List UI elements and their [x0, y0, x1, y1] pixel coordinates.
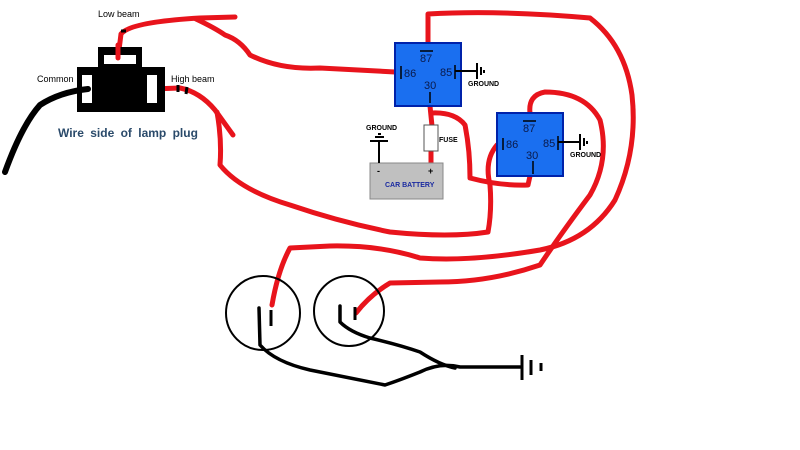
- high-beam-to-relay2-wire: [214, 109, 500, 238]
- lamp-left: [225, 275, 301, 351]
- svg-text:85: 85: [440, 67, 452, 79]
- lamp-right: [313, 275, 385, 347]
- hot-wires: [115, 10, 636, 316]
- ground-icon: [520, 355, 543, 380]
- common-label: Common: [37, 74, 74, 84]
- svg-text:87: 87: [420, 53, 432, 65]
- relay-2: 87 86 85 30 GROUND: [496, 112, 601, 177]
- svg-text:FUSE: FUSE: [439, 137, 458, 144]
- ground-icon: [455, 63, 485, 79]
- svg-text:GROUND: GROUND: [570, 152, 601, 159]
- svg-text:-: -: [377, 166, 380, 176]
- high-beam-wire: [149, 85, 236, 138]
- low-beam-label: Low beam: [98, 9, 140, 19]
- relay1-87-wire: [269, 10, 636, 308]
- svg-text:30: 30: [424, 80, 436, 92]
- svg-text:87: 87: [523, 123, 535, 135]
- high-beam-label: High beam: [171, 74, 215, 84]
- svg-text:85: 85: [543, 138, 555, 150]
- svg-text:GROUND: GROUND: [468, 81, 499, 88]
- plug-caption: Wire side of lamp plug: [58, 126, 198, 140]
- svg-text:CAR BATTERY: CAR BATTERY: [385, 182, 435, 189]
- svg-text:30: 30: [526, 150, 538, 162]
- fuse: FUSE: [423, 124, 458, 152]
- relay-1: 87 86 85 30 GROUND: [394, 42, 499, 107]
- lamp-plug: [2, 29, 189, 175]
- ground-icon: [558, 134, 588, 150]
- svg-text:GROUND: GROUND: [366, 125, 397, 132]
- relay2-87-wire: [353, 89, 606, 316]
- relay1-30-to-fuse-wire: [427, 103, 435, 129]
- common-wire: [2, 86, 91, 175]
- svg-text:86: 86: [404, 68, 416, 80]
- svg-text:+: +: [428, 166, 433, 176]
- relay1-30-to-relay2-30-wire: [429, 110, 533, 188]
- low-beam-to-relay1-wire: [193, 16, 398, 75]
- ground-icon: [370, 133, 388, 163]
- svg-text:86: 86: [506, 139, 518, 151]
- lamp-ground-wires: [257, 304, 522, 387]
- car-battery: - + CAR BATTERY GROUND: [366, 125, 444, 200]
